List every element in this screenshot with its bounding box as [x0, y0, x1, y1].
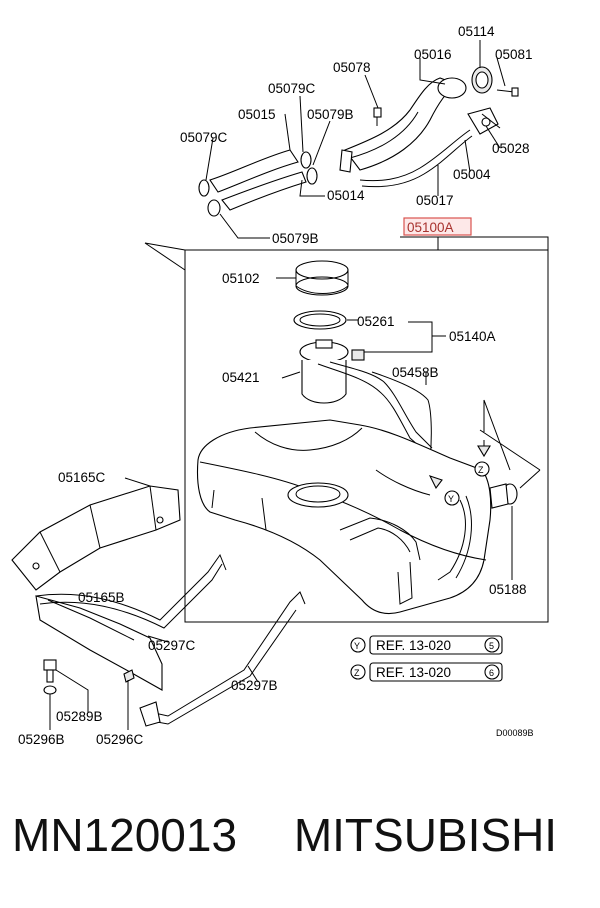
label-05079C-top: 05079C [268, 81, 316, 96]
hose-clamp [207, 199, 221, 217]
filler-neck-assembly [339, 66, 519, 188]
label-05140A: 05140A [449, 329, 496, 344]
brand-name: MITSUBISHI [293, 809, 558, 861]
label-05004: 05004 [453, 167, 491, 182]
drawing-code: D00089B [496, 728, 534, 738]
svg-text:REF. 13-020: REF. 13-020 [376, 638, 451, 653]
label-05297C: 05297C [148, 638, 196, 653]
svg-text:5: 5 [489, 641, 494, 651]
tank-strap-rear [139, 591, 306, 727]
label-05016: 05016 [414, 47, 452, 62]
hose-clamp [198, 179, 210, 197]
label-05079B-top: 05079B [307, 107, 354, 122]
label-05015: 05015 [238, 107, 276, 122]
svg-text:REF. 13-020: REF. 13-020 [376, 665, 451, 680]
heat-shield [35, 595, 163, 691]
label-05079B-mid: 05079B [272, 231, 319, 246]
label-05102: 05102 [222, 271, 260, 286]
label-05114: 05114 [458, 24, 495, 39]
label-05296C: 05296C [96, 732, 144, 747]
svg-text:6: 6 [489, 668, 494, 678]
label-05165C: 05165C [58, 470, 106, 485]
label-05165B: 05165B [78, 590, 125, 605]
label-05014: 05014 [327, 188, 365, 203]
label-05100A-highlight: 05100A [403, 217, 472, 236]
tank-protector [11, 485, 181, 591]
hose-05015 [198, 149, 318, 217]
marker-z: Z [474, 461, 490, 477]
fuel-pump-module [299, 339, 365, 404]
label-05261: 05261 [357, 314, 395, 329]
part-number: MN120013 [12, 809, 238, 861]
tank-opening [287, 482, 349, 508]
bolt-05296B [43, 685, 57, 730]
reference-z: Z REF. 13-020 6 [350, 662, 503, 682]
label-05081: 05081 [495, 47, 533, 62]
label-05296B: 05296B [18, 732, 65, 747]
label-05297B: 05297B [231, 678, 278, 693]
bolt-05289B [43, 659, 57, 683]
label-05289B: 05289B [56, 709, 103, 724]
label-05079C-left: 05079C [180, 130, 228, 145]
filler-neck-ring [437, 77, 467, 99]
parts-diagram: Z Y 05114 [11, 24, 549, 747]
bolt-05296C [123, 669, 135, 730]
reference-y: Y REF. 13-020 5 [350, 635, 503, 655]
tank-strap-front [35, 553, 227, 629]
label-05458B: 05458B [392, 365, 439, 380]
label-05028: 05028 [492, 141, 530, 156]
svg-text:Z: Z [354, 668, 360, 678]
fuel-tank [196, 419, 518, 615]
svg-text:Y: Y [354, 641, 360, 651]
svg-text:Z: Z [478, 465, 484, 475]
label-05017: 05017 [416, 193, 454, 208]
label-05078: 05078 [333, 60, 371, 75]
label-05421: 05421 [222, 370, 260, 385]
tank-box [184, 249, 549, 623]
marker-y: Y [444, 490, 460, 506]
part-footer: MN120013 MITSUBISHI [12, 808, 592, 868]
label-05188: 05188 [489, 582, 527, 597]
svg-text:Y: Y [448, 494, 454, 504]
svg-text:05100A: 05100A [407, 220, 454, 235]
lock-ring [295, 260, 349, 296]
